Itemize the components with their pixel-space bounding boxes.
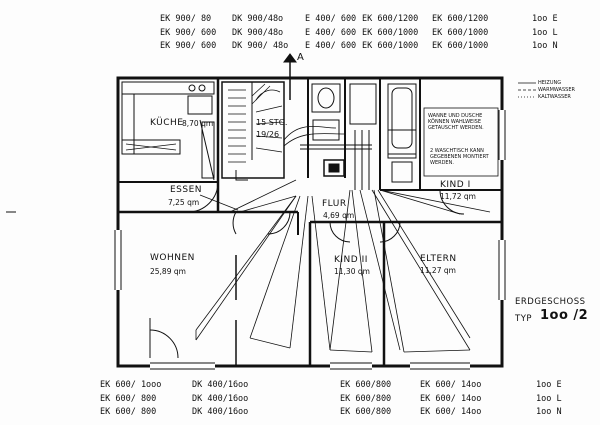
spec-cell: DK 900/48o xyxy=(232,14,284,24)
room-area-flur: 4,69 qm xyxy=(323,211,355,220)
room-name-flur: FLUR xyxy=(322,199,347,209)
spec-cell: EK 600/ 14oo xyxy=(420,407,482,417)
spec-cell: EK 600/ 14oo xyxy=(420,394,482,404)
spec-cell: EK 600/1000 xyxy=(432,41,489,51)
spec-cell: 1oo L xyxy=(532,28,558,38)
spec-cell: EK 600/1000 xyxy=(362,41,419,51)
spec-cell: DK 400/16oo xyxy=(192,394,249,404)
legend-item-warmwasser: WARMWASSER xyxy=(538,87,575,93)
section-marker: A xyxy=(297,52,305,63)
typ-label: TYP xyxy=(515,314,533,324)
spec-cell: EK 600/1200 xyxy=(362,14,419,24)
spec-cell: EK 900/ 80 xyxy=(160,14,212,24)
spec-cell: EK 600/800 xyxy=(340,394,392,404)
spec-cell: DK 900/48o xyxy=(232,28,284,38)
spec-cell: EK 600/ 1ooo xyxy=(100,380,162,390)
spec-cell: EK 900/ 600 xyxy=(160,28,217,38)
spec-cell: EK 600/800 xyxy=(340,380,392,390)
spec-cell: 1oo N xyxy=(536,407,562,417)
spec-cell: EK 600/1200 xyxy=(432,14,489,24)
spec-cell: 1oo N xyxy=(532,41,558,51)
stair-steps-label: 15 STG. xyxy=(256,118,288,127)
spec-cell: E 400/ 600 xyxy=(305,28,357,38)
spec-cell: EK 600/800 xyxy=(340,407,392,417)
room-area-wohnen: 25,89 qm xyxy=(150,267,186,276)
room-name-wohnen: WOHNEN xyxy=(150,253,195,263)
floor-label: ERDGESCHOSS xyxy=(515,297,586,307)
spec-cell: EK 600/1000 xyxy=(432,28,489,38)
room-area-eltern: 11,27 qm xyxy=(420,266,456,275)
spec-cell: EK 600/ 800 xyxy=(100,407,157,417)
room-name-eltern: ELTERN xyxy=(420,254,457,264)
room-name-kueche: KÜCHE xyxy=(150,118,184,128)
spec-cell: DK 400/16oo xyxy=(192,407,249,417)
room-name-kind1: KIND I xyxy=(440,180,471,190)
spec-cell: DK 900/ 48o xyxy=(232,41,289,51)
typ-value: 1oo /2 xyxy=(540,308,589,323)
stair-ratio-label: 19/26 xyxy=(256,130,280,139)
spec-cell: 1oo L xyxy=(536,394,562,404)
note-wanne: WANNE UND DUSCHE KÖNNEN WAHLWEISE GETAUS… xyxy=(428,113,484,131)
spec-cell: 1oo E xyxy=(536,380,562,390)
room-area-kind1: 11,72 qm xyxy=(440,192,476,201)
spec-cell: EK 900/ 600 xyxy=(160,41,217,51)
legend-item-heizung: HEIZUNG xyxy=(538,80,562,86)
spec-cell: EK 600/1000 xyxy=(362,28,419,38)
room-area-kind2: 11,30 qm xyxy=(334,267,370,276)
spec-cell: DK 400/16oo xyxy=(192,380,249,390)
legend-item-kaltwasser: KALTWASSER xyxy=(538,94,571,100)
room-area-essen: 7,25 qm xyxy=(168,198,200,207)
room-area-kueche: 8,70 qm xyxy=(182,119,214,128)
note-waschtisch: 2 WASCHTISCH KANN GEGEBENEN MONTIERT WER… xyxy=(430,148,489,166)
room-name-kind2: KIND II xyxy=(334,255,368,265)
spec-cell: 1oo E xyxy=(532,14,558,24)
spec-cell: E 400/ 600 xyxy=(305,14,357,24)
spec-cell: EK 600/ 800 xyxy=(100,394,157,404)
spec-cell: EK 600/ 14oo xyxy=(420,380,482,390)
room-name-essen: ESSEN xyxy=(170,185,203,195)
spec-cell: E 400/ 600 xyxy=(305,41,357,51)
